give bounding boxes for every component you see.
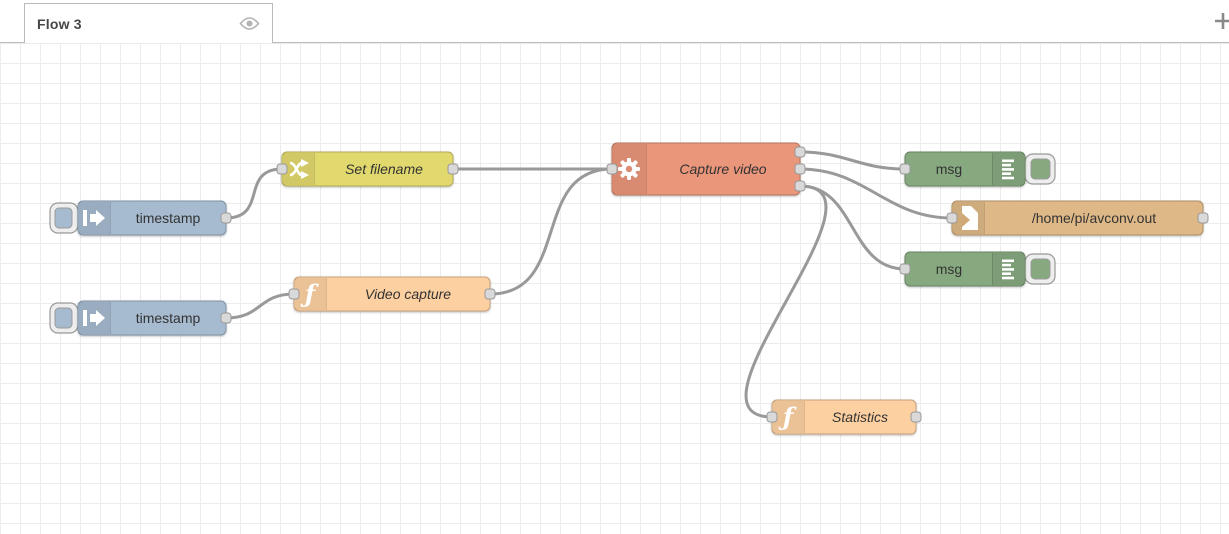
wire-inject1-setfilename[interactable] — [224, 167, 284, 220]
flow-svg: timestamp timestamp — [49, 142, 1209, 435]
output-port-2[interactable] — [794, 163, 806, 175]
inject-button-face[interactable] — [54, 307, 73, 329]
shuffle-icon — [289, 159, 309, 179]
function-icon: ƒ — [778, 402, 797, 431]
input-port[interactable] — [288, 288, 300, 300]
gear-icon — [618, 158, 640, 180]
node-label: Set filename — [345, 161, 423, 177]
icon-area — [773, 401, 804, 433]
node-label: timestamp — [136, 310, 201, 326]
node-inject-timestamp-2[interactable]: timestamp — [49, 300, 232, 336]
node-change-set-filename[interactable]: Set filename — [276, 151, 459, 187]
inject-arrow-icon — [83, 210, 105, 226]
node-label: msg — [936, 261, 962, 277]
node-debug-msg-2[interactable]: msg — [899, 251, 1056, 287]
output-port[interactable] — [910, 411, 922, 423]
node-debug-msg-1[interactable]: msg — [899, 151, 1056, 187]
output-port[interactable] — [220, 212, 232, 224]
input-port[interactable] — [899, 263, 911, 275]
input-port[interactable] — [899, 163, 911, 175]
wire-videocapture-capturevideo[interactable] — [488, 167, 614, 296]
wires — [224, 150, 954, 419]
tab-bar: Flow 3 — [0, 0, 1229, 43]
node-exec-capture-video[interactable]: Capture video — [606, 142, 806, 196]
icon-area — [283, 153, 314, 185]
wire-capturevideo-msg2[interactable] — [798, 184, 907, 271]
input-port[interactable] — [276, 163, 288, 175]
wire-capturevideo-file[interactable] — [798, 167, 954, 220]
node-inject-timestamp-1[interactable]: timestamp — [49, 200, 232, 236]
output-port[interactable] — [1197, 212, 1209, 224]
node-function-statistics[interactable]: ƒ Statistics — [766, 399, 922, 435]
node-label: timestamp — [136, 210, 201, 226]
input-port[interactable] — [606, 163, 618, 175]
output-port[interactable] — [447, 163, 459, 175]
inject-button-face[interactable] — [54, 207, 73, 229]
plus-icon — [1215, 13, 1229, 29]
wire-capturevideo-statistics[interactable] — [744, 184, 828, 419]
output-port[interactable] — [484, 288, 496, 300]
flow-canvas[interactable]: timestamp timestamp — [0, 43, 1229, 534]
add-flow-button[interactable] — [1213, 12, 1229, 30]
node-function-video-capture[interactable]: ƒ Video capture — [288, 276, 496, 312]
function-icon: ƒ — [300, 279, 319, 308]
node-label: /home/pi/avconv.out — [1032, 210, 1156, 226]
node-file-avconv-out[interactable]: /home/pi/avconv.out — [946, 200, 1209, 236]
node-label: Capture video — [679, 161, 766, 177]
debug-list-icon — [1002, 159, 1014, 180]
output-port-1[interactable] — [794, 146, 806, 158]
debug-toggle-face[interactable] — [1030, 258, 1051, 280]
input-port[interactable] — [946, 212, 958, 224]
debug-toggle-face[interactable] — [1030, 158, 1051, 180]
output-port-3[interactable] — [794, 180, 806, 192]
eye-icon — [239, 17, 260, 30]
input-port[interactable] — [766, 411, 778, 423]
node-label: msg — [936, 161, 962, 177]
file-out-icon — [955, 206, 978, 230]
node-label: Statistics — [832, 409, 888, 425]
wire-capturevideo-msg1[interactable] — [798, 150, 907, 171]
icon-area — [295, 278, 326, 310]
tab-flow-3[interactable]: Flow 3 — [24, 3, 273, 43]
wire-inject2-videocapture[interactable] — [224, 292, 296, 320]
tab-label: Flow 3 — [37, 15, 82, 32]
output-port[interactable] — [220, 312, 232, 324]
inject-arrow-icon — [83, 310, 105, 326]
node-label: Video capture — [365, 286, 451, 302]
debug-list-icon — [1002, 259, 1014, 280]
